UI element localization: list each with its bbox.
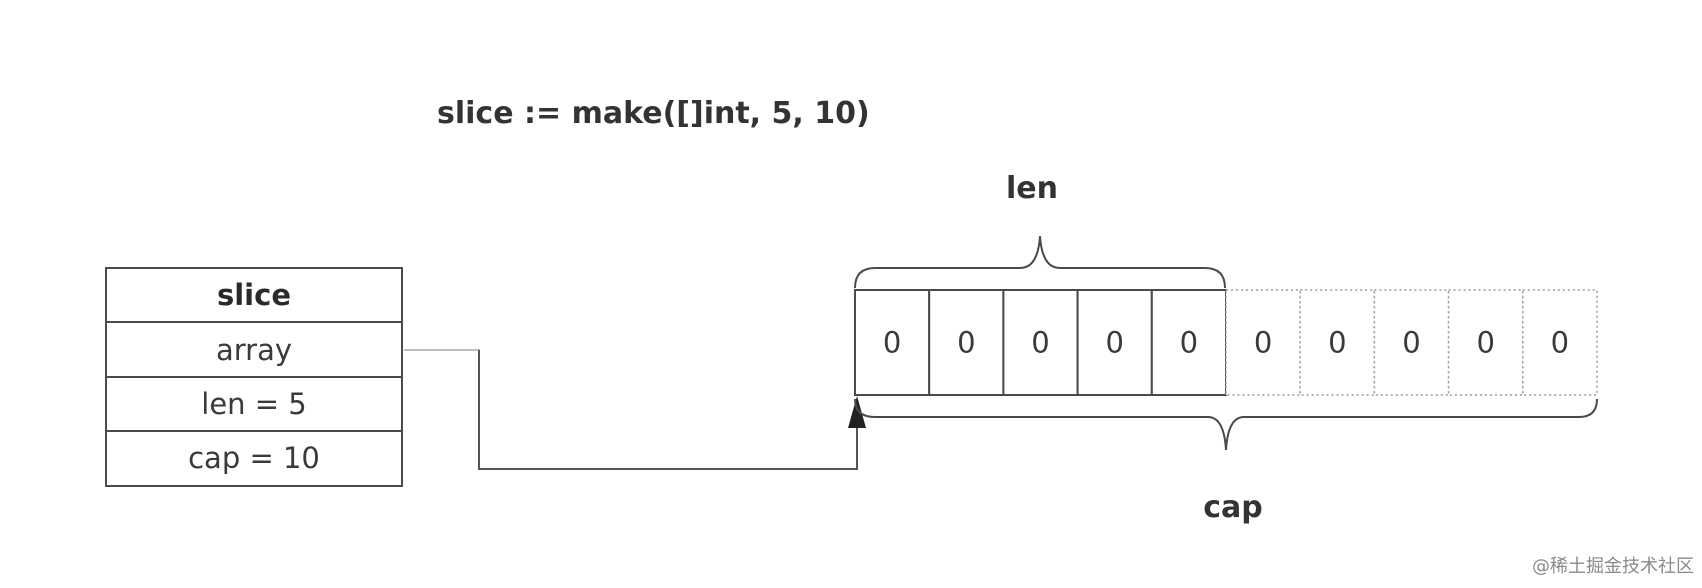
array-cell-value: 0 [957,326,975,360]
diagram-title: slice := make([]int, 5, 10) [437,96,870,131]
array-cell-len [854,289,931,396]
slice-struct-header: slice [217,278,291,312]
array-cell-value: 0 [1105,326,1123,360]
array-cell-value: 0 [1180,326,1198,360]
array-cell-value: 0 [1031,326,1049,360]
field-array: array [216,333,292,367]
slice-struct: slice array len = 5 cap = 10 [105,267,403,487]
len-brace [854,235,1226,289]
array-cell-len [1002,289,1079,396]
array-cell-len [928,289,1005,396]
watermark: @稀土掘金技术社区 [1532,556,1694,577]
pointer-line-light [404,349,858,470]
array-cell-value: 0 [883,326,901,360]
array-cell-value: 0 [1254,326,1272,360]
pointer-arrowhead [848,396,866,428]
array-cell-value: 0 [1551,326,1569,360]
array-cell-cap [1373,289,1450,396]
array-cell-value: 0 [1328,326,1346,360]
array-pointer [404,349,866,470]
backing-array: 0 0 0 0 0 0 0 0 0 0 [854,289,1598,396]
cap-brace [854,398,1598,451]
cap-label: cap [1203,490,1263,525]
field-len: len = 5 [201,387,306,421]
array-cell-cap [1522,289,1598,396]
array-cell-len [1150,289,1228,396]
len-label: len [1006,171,1058,206]
array-cell-value: 0 [1476,326,1494,360]
array-cell-value: 0 [1402,326,1420,360]
array-cell-len [1076,289,1153,396]
pointer-line [478,350,858,470]
field-cap: cap = 10 [188,441,320,475]
